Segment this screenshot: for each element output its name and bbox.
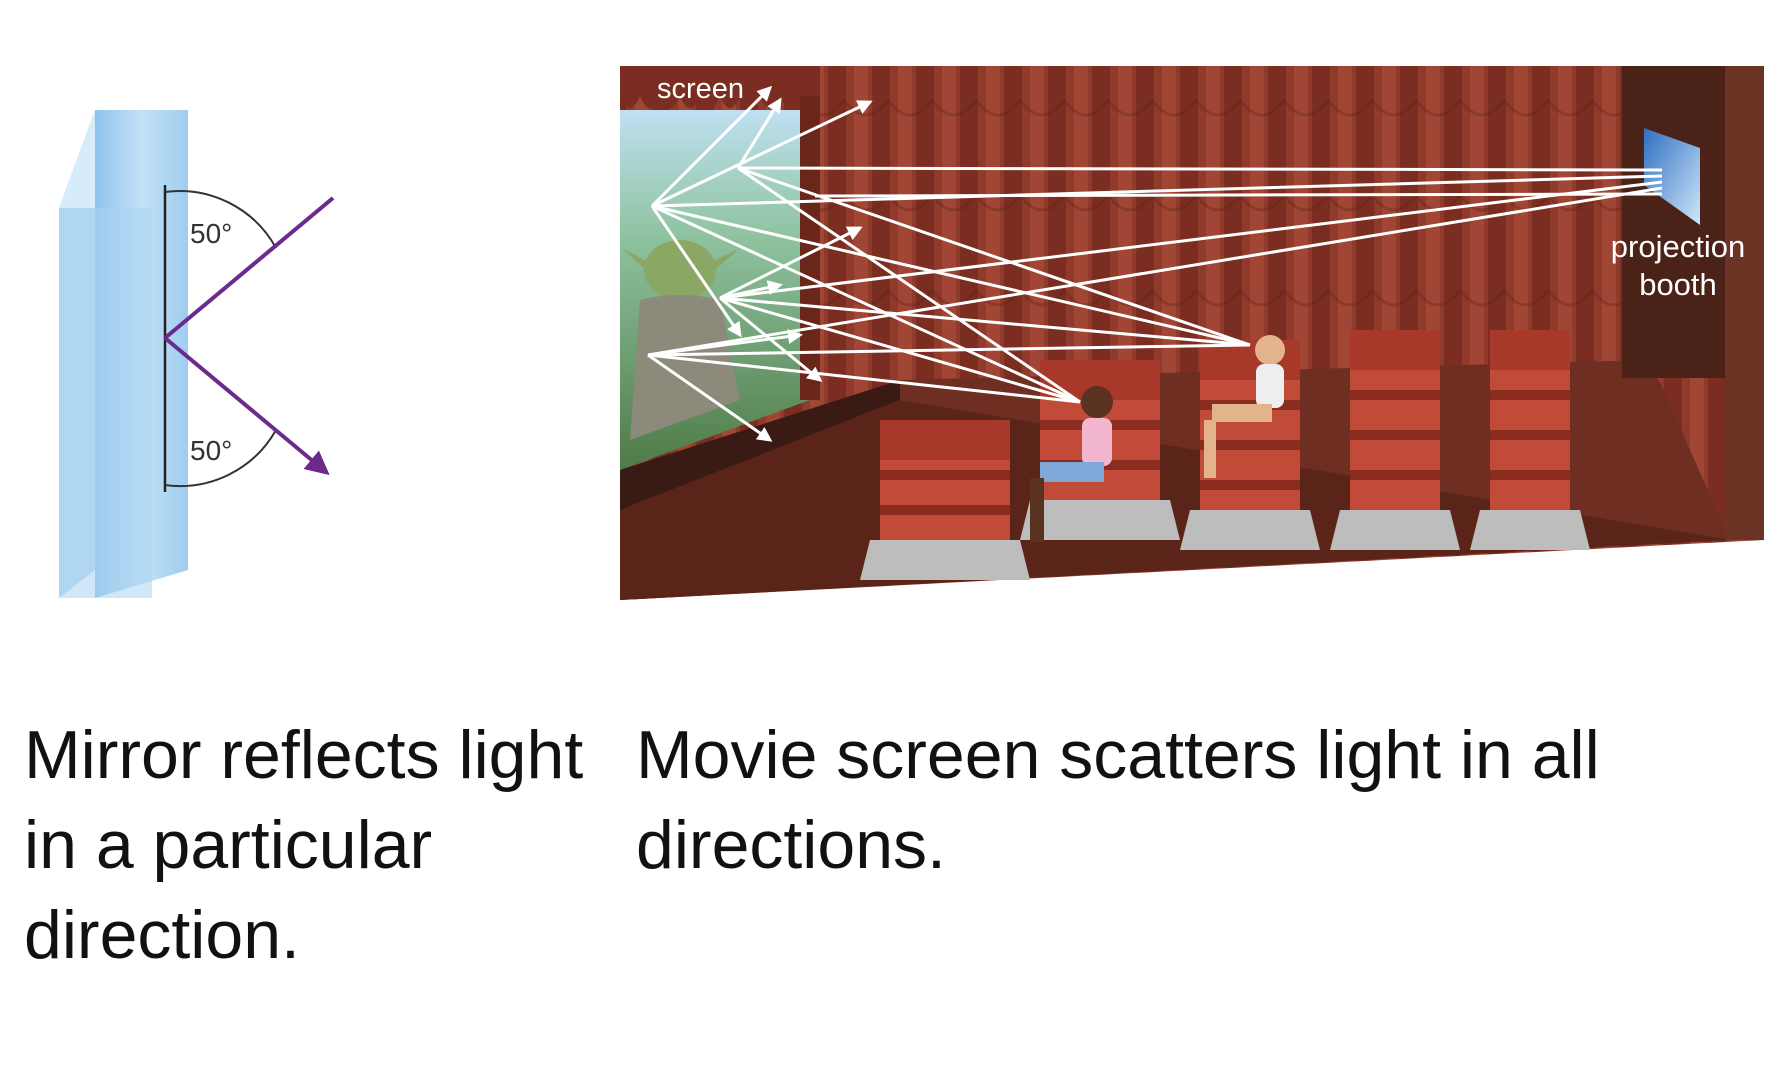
screen-label: screen: [657, 73, 744, 105]
booth-label-line2: booth: [1639, 267, 1717, 302]
booth-label-line1: projection: [1611, 229, 1745, 264]
scatter-ray: [736, 97, 782, 169]
mirror-figure: 50° 50°: [59, 110, 335, 598]
projector-ray: [814, 192, 1663, 198]
scatter-ray: [651, 204, 1081, 404]
mirror-glass-body: [59, 208, 152, 598]
curtain-scallops: [798, 97, 1638, 307]
screen-figure-robe: [630, 295, 740, 440]
projector-ray: [651, 174, 1663, 208]
scatter-ray: [651, 100, 873, 208]
booth-window: [1644, 128, 1700, 225]
projector-ray: [737, 166, 1663, 172]
viewer-woman-torso: [1082, 418, 1112, 466]
incident-ray: [163, 196, 335, 340]
incident-angle-label: 50°: [190, 218, 232, 249]
scatter-ray: [647, 353, 773, 442]
screen-figure-head: [644, 240, 716, 300]
seat-block-4: [1330, 330, 1460, 550]
scatter-ray: [737, 166, 1251, 347]
incident-angle-arc: [164, 190, 277, 249]
viewer-woman: [1030, 386, 1113, 542]
viewer-woman-head: [1081, 386, 1113, 418]
viewer-woman-shins: [1030, 478, 1044, 542]
scattered-light-rays: [647, 85, 1663, 442]
theater-figure: projection booth screen: [620, 66, 1764, 600]
scatter-ray: [719, 296, 823, 382]
reflected-ray: [163, 336, 330, 476]
reflected-angle-arc: [164, 429, 277, 488]
scatter-ray: [647, 353, 1081, 404]
seat-block-5: [1470, 330, 1590, 550]
scatter-ray: [719, 296, 1251, 347]
scatter-ray: [647, 343, 1251, 357]
projector-ray: [719, 180, 1663, 300]
scatter-ray: [650, 205, 742, 338]
scatter-ray: [719, 226, 863, 300]
mirror-caption: Mirror reflects light in a particular di…: [24, 717, 584, 973]
viewer-man: [1204, 335, 1285, 478]
viewer-man-head: [1255, 335, 1285, 365]
screen-figure-ear-right: [708, 248, 740, 276]
scatter-ray: [651, 204, 1251, 347]
seat-block-1: [860, 420, 1030, 580]
scatter-ray: [650, 85, 773, 208]
seat-block-3: [1180, 340, 1320, 550]
viewer-man-legs: [1212, 404, 1272, 422]
screen-figure-ear-left: [622, 248, 652, 276]
scatter-ray: [737, 166, 1081, 404]
scatter-ray: [719, 280, 783, 300]
movie-screen-caption: Movie screen scatters light in all direc…: [636, 717, 1600, 883]
viewer-man-torso: [1256, 364, 1284, 408]
theater-stage-edge: [620, 380, 900, 510]
reflected-angle-label: 50°: [190, 435, 232, 466]
viewer-man-shins: [1204, 420, 1216, 478]
scatter-ray: [647, 329, 803, 357]
viewer-woman-legs: [1040, 462, 1104, 482]
booth-wall-edge: [1725, 66, 1764, 540]
projection-booth: projection booth: [1611, 66, 1764, 540]
